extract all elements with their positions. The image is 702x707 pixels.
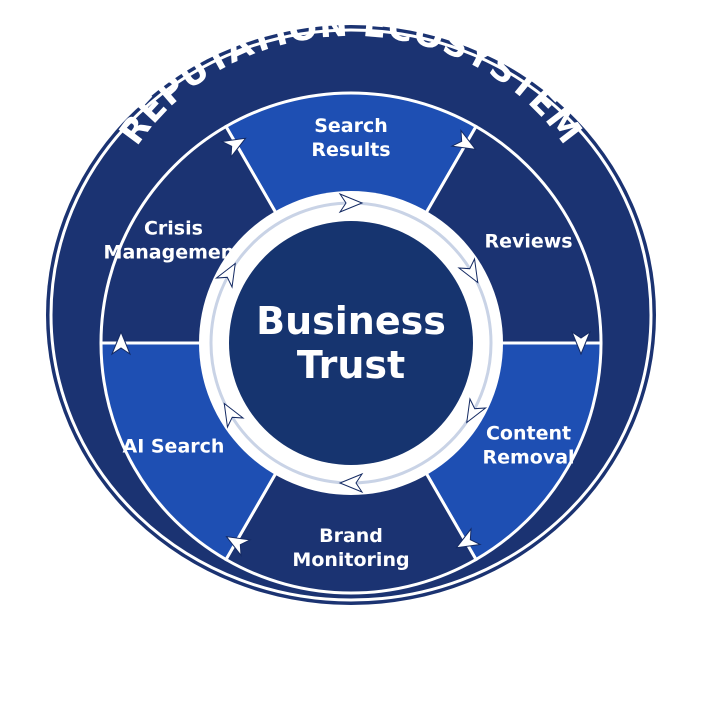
center-disc bbox=[229, 221, 473, 465]
segment-label-reviews: Reviews bbox=[484, 231, 572, 253]
segment-label-line1: AI Search bbox=[122, 436, 224, 458]
segment-label-line1: Brand bbox=[319, 525, 383, 547]
segment-label-line2: Results bbox=[311, 139, 390, 161]
segment-label-line2: Management bbox=[104, 242, 244, 264]
flow-arrow-icon bbox=[223, 402, 245, 429]
flow-arrow-icon bbox=[338, 472, 364, 494]
segment-label-line1: Search bbox=[314, 115, 388, 137]
flow-arrow-icon bbox=[457, 257, 479, 284]
center-label-line1: Business bbox=[256, 299, 446, 343]
flow-arrow-icon bbox=[455, 527, 482, 549]
flow-arrow-icon bbox=[220, 137, 247, 159]
segment-label-line1: Crisis bbox=[144, 218, 203, 240]
segment-label-line1: Content bbox=[486, 423, 571, 445]
flow-arrow-icon bbox=[225, 536, 252, 558]
flow-arrow-icon bbox=[214, 262, 236, 289]
flow-arrow-icon bbox=[466, 397, 488, 424]
flow-arrow-icon bbox=[450, 128, 477, 150]
outer-ring-rim bbox=[49, 28, 653, 602]
flow-arrow-icon bbox=[338, 192, 364, 214]
flow-arrow-icon bbox=[570, 330, 592, 356]
flow-arrow-icon bbox=[110, 330, 132, 356]
segment-label-line2: Removal bbox=[482, 447, 574, 469]
segment-label-line1: Reviews bbox=[484, 231, 572, 253]
segment-label-ai-search: AI Search bbox=[122, 436, 224, 458]
center-label-line2: Trust bbox=[297, 343, 405, 387]
flow-arrows bbox=[110, 128, 592, 558]
segment-label-line2: Monitoring bbox=[292, 549, 409, 571]
